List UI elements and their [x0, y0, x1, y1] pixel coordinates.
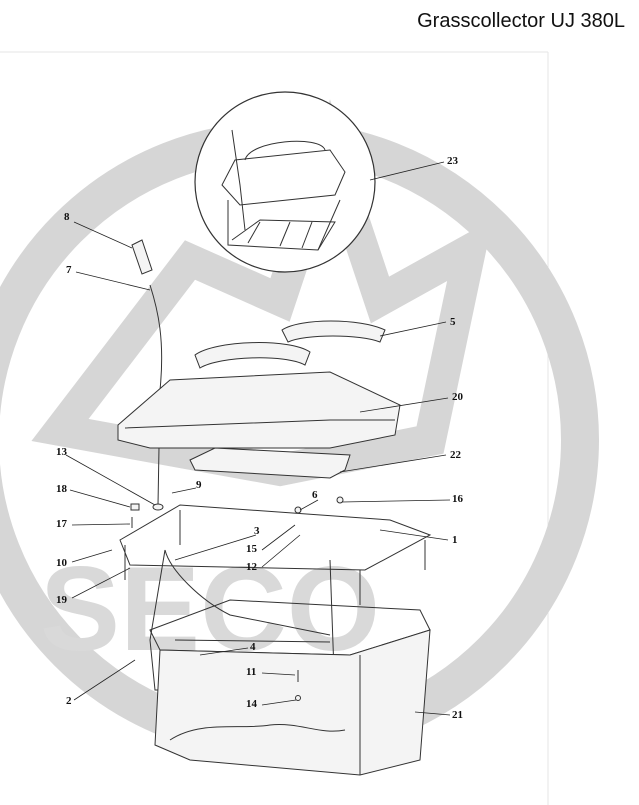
handle-tube	[149, 284, 163, 506]
detail-handle	[244, 140, 326, 161]
handle-detail-inset	[194, 91, 376, 273]
label-4: 4	[250, 641, 256, 653]
label-20: 20	[452, 391, 464, 403]
label-17: 17	[56, 518, 68, 530]
bag-floor-texture	[169, 724, 346, 741]
upper-frame	[119, 504, 432, 571]
part-6-nut	[294, 506, 302, 514]
detail-basket-bottom	[231, 219, 336, 251]
part-labels: 23 8 7 5 20 13 22 9 18 6 16 17 3 1 10 15…	[56, 155, 464, 721]
cross-bar	[174, 639, 331, 643]
label-19: 19	[56, 594, 68, 606]
tube-plug	[152, 503, 164, 511]
lid-edge	[124, 419, 395, 429]
collector-bag	[154, 629, 431, 776]
label-5: 5	[450, 316, 456, 328]
label-11: 11	[246, 666, 256, 678]
label-13: 13	[56, 446, 68, 458]
part-18	[130, 503, 140, 511]
label-6: 6	[312, 489, 318, 501]
rear-handle	[281, 320, 386, 343]
part-14-washer	[295, 695, 301, 701]
inner-panel	[189, 447, 351, 479]
detail-bar	[231, 129, 246, 231]
label-10: 10	[56, 557, 68, 569]
label-16: 16	[452, 493, 464, 505]
label-7: 7	[66, 264, 72, 276]
detail-circle	[194, 91, 376, 273]
label-12: 12	[246, 561, 258, 573]
handle-grip	[131, 239, 153, 275]
frame-uprights	[124, 510, 426, 605]
label-23: 23	[447, 155, 459, 167]
label-14: 14	[246, 698, 258, 710]
label-15: 15	[246, 543, 258, 555]
label-2: 2	[66, 695, 72, 707]
front-handle	[194, 342, 311, 369]
label-8: 8	[64, 211, 70, 223]
part-16-nut	[336, 496, 344, 504]
page-title: Grasscollector UJ 380L	[417, 10, 625, 32]
label-18: 18	[56, 483, 68, 495]
label-22: 22	[450, 449, 462, 461]
detail-lid-frame	[221, 149, 346, 206]
detail-basket-frame	[227, 199, 341, 251]
label-9: 9	[196, 479, 202, 491]
label-1: 1	[452, 534, 458, 546]
lid	[117, 371, 401, 449]
label-21: 21	[452, 709, 463, 721]
label-3: 3	[254, 525, 260, 537]
leader-lines	[65, 161, 451, 716]
